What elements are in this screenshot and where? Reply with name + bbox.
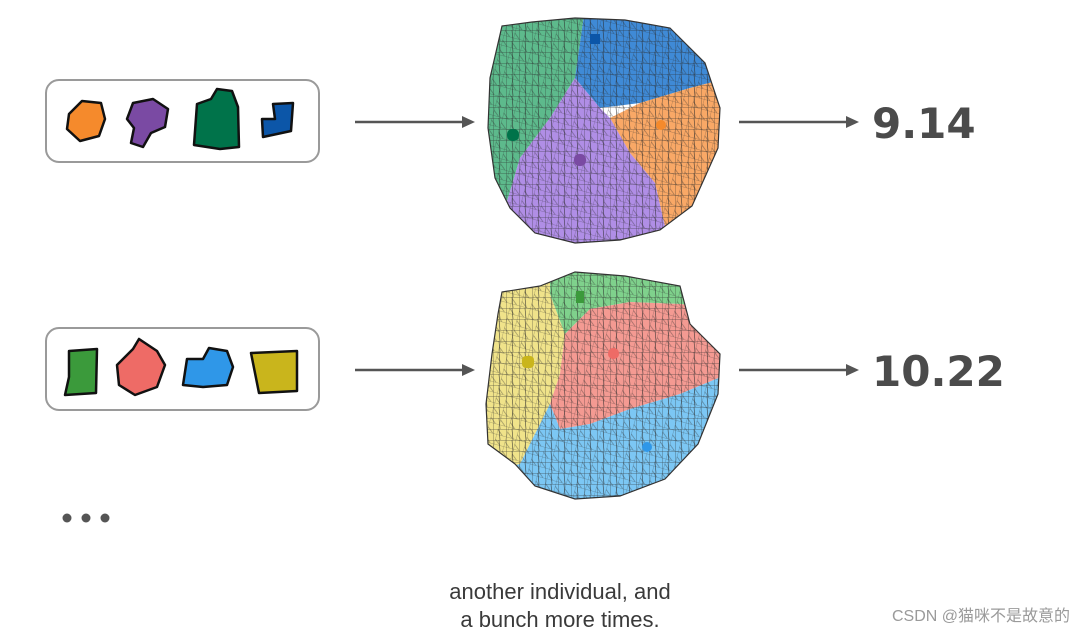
seed-shape-1-4 — [260, 101, 295, 139]
center-2-red — [608, 348, 619, 359]
arrow-seeds-to-map-1 — [355, 116, 475, 128]
subtitle-caption: another individual, and a bunch more tim… — [340, 578, 780, 634]
seed-shape-1-2 — [125, 97, 170, 149]
ellipsis-more-indicator — [62, 513, 110, 523]
fitness-score-2: 10.22 — [872, 347, 1005, 396]
arrow-map-to-score-2 — [739, 364, 859, 376]
center-1-purple — [574, 154, 586, 166]
district-map-2 — [485, 271, 721, 500]
center-2-green — [576, 291, 584, 303]
center-1-green — [507, 129, 519, 141]
arrow-seeds-to-map-2 — [355, 364, 475, 376]
district-map-1 — [487, 17, 721, 244]
seed-shapes-box-1 — [45, 79, 320, 163]
seed-shape-1-3 — [192, 87, 241, 151]
fitness-score-1: 9.14 — [872, 99, 976, 148]
watermark-text: CSDN @猫咪不是故意的 — [891, 608, 1070, 625]
individual-row-1: 9.14 — [0, 0, 1084, 250]
caption-line-1: another individual, and — [449, 579, 671, 604]
seed-shapes-2 — [63, 337, 299, 397]
caption-line-2: a bunch more times. — [460, 607, 660, 632]
seed-shape-2-4 — [249, 349, 299, 395]
center-2-yellow — [522, 356, 534, 368]
individual-row-2: 10.22 — [0, 258, 1084, 508]
seed-shape-2-2 — [115, 337, 167, 397]
seed-shape-1-1 — [65, 99, 107, 143]
seed-shapes-1 — [65, 87, 295, 151]
center-1-blue — [590, 34, 600, 44]
seed-shape-2-1 — [63, 347, 99, 397]
seed-shape-2-3 — [181, 346, 235, 389]
seed-shapes-box-2 — [45, 327, 320, 411]
arrow-map-to-score-1 — [739, 116, 859, 128]
center-2-blue — [642, 442, 652, 452]
center-1-orange — [656, 120, 666, 130]
